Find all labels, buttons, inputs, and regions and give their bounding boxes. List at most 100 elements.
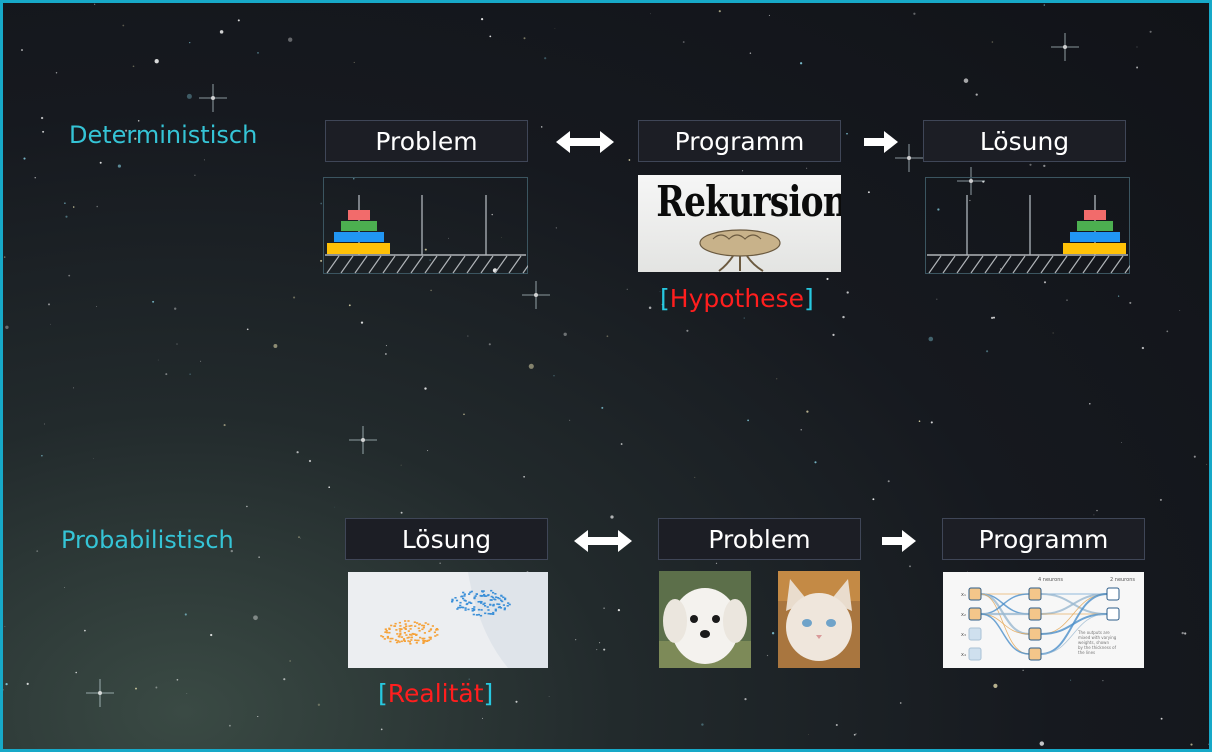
orange-point <box>419 636 422 639</box>
orange-point <box>411 632 414 635</box>
star <box>157 359 159 361</box>
blue-point <box>477 613 480 616</box>
star <box>1043 4 1046 6</box>
orange-point <box>416 639 419 642</box>
star <box>189 41 191 44</box>
blue-point <box>456 608 459 610</box>
orange-point <box>410 634 413 636</box>
det-program-box: Programm <box>638 120 841 162</box>
star <box>596 649 598 651</box>
star <box>65 215 68 218</box>
double-arrow-icon <box>556 131 614 153</box>
orange-point <box>384 628 387 630</box>
orange-point <box>403 640 406 642</box>
svg-text:by the thickness of: by the thickness of <box>1078 645 1117 650</box>
sparkle-star <box>1051 33 1079 61</box>
star <box>1066 299 1068 301</box>
right-arrow-icon <box>882 530 916 552</box>
star <box>210 633 213 637</box>
svg-text:weights, shown: weights, shown <box>1078 640 1109 645</box>
star <box>563 332 567 336</box>
star <box>64 202 66 204</box>
orange-point <box>407 630 410 632</box>
orange-point <box>429 636 432 639</box>
star <box>867 191 870 194</box>
orange-point <box>422 642 425 644</box>
orange-point <box>405 634 408 636</box>
star <box>553 375 555 377</box>
blue-point <box>473 609 476 611</box>
blue-point <box>469 591 472 594</box>
orange-point <box>408 625 411 627</box>
star <box>320 202 323 205</box>
star <box>855 733 857 735</box>
star <box>174 307 177 310</box>
star <box>963 78 969 83</box>
star <box>1179 310 1181 312</box>
star <box>400 511 403 514</box>
orange-point <box>394 622 397 625</box>
star <box>34 177 36 179</box>
orange-cluster <box>380 620 439 645</box>
star <box>800 429 802 431</box>
star <box>439 562 441 564</box>
orange-point <box>388 628 391 630</box>
star <box>289 660 291 662</box>
star <box>523 37 526 40</box>
orange-point <box>396 633 399 635</box>
orange-point <box>431 625 434 627</box>
orange-point <box>386 637 389 639</box>
star <box>430 289 432 292</box>
blue-point <box>494 608 497 611</box>
blue-point <box>460 595 463 598</box>
orange-point <box>384 631 387 633</box>
star <box>154 59 159 64</box>
orange-point <box>380 635 383 637</box>
star <box>659 291 661 293</box>
orange-point <box>421 628 424 631</box>
blue-point <box>503 608 506 611</box>
star <box>768 14 770 16</box>
blue-point <box>494 598 497 601</box>
blue-point <box>506 605 509 607</box>
star <box>826 277 829 281</box>
star <box>1117 295 1120 297</box>
prob-solution-box: Lösung <box>345 518 548 560</box>
blue-point <box>468 593 471 595</box>
star <box>766 654 769 657</box>
orange-point <box>421 624 424 627</box>
blue-point <box>466 602 469 605</box>
blue-point <box>503 607 506 609</box>
star <box>219 30 224 34</box>
blue-point <box>486 606 489 608</box>
star <box>1181 631 1184 635</box>
star <box>528 363 534 369</box>
blue-point <box>480 609 483 611</box>
orange-point <box>398 641 401 643</box>
star <box>1052 332 1054 334</box>
orange-point <box>399 632 402 635</box>
star <box>993 316 995 319</box>
orange-point <box>415 634 418 636</box>
star <box>194 174 196 176</box>
star <box>99 161 102 164</box>
orange-point <box>436 634 439 636</box>
blue-point <box>461 606 464 609</box>
orange-point <box>434 635 437 637</box>
orange-point <box>404 620 407 622</box>
star <box>184 613 187 616</box>
star <box>599 642 601 644</box>
input-node <box>968 607 982 621</box>
star <box>223 424 226 427</box>
orange-point <box>410 639 413 641</box>
star <box>899 702 902 704</box>
star <box>353 178 355 180</box>
star <box>990 316 994 320</box>
cluster-scatter-image <box>348 572 548 668</box>
blue-point <box>451 600 454 603</box>
det-solution-box: Lösung <box>923 120 1126 162</box>
deterministic-label: Deterministisch <box>69 121 258 149</box>
orange-point <box>436 628 439 631</box>
blue-point <box>480 602 483 604</box>
blue-point <box>485 595 488 597</box>
